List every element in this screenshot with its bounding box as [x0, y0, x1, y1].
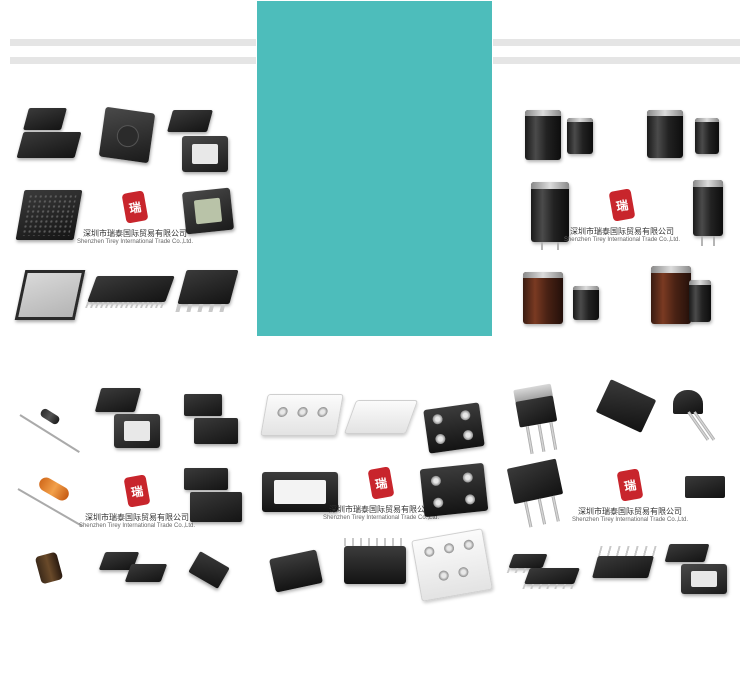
- product-tile-ic-packages[interactable]: 瑞 深圳市瑞泰国际贸易有限公司 Shenzhen Tirey Internati…: [10, 100, 246, 330]
- header-stripe-right-bottom: [493, 57, 740, 64]
- dpak-transistor-icon: [595, 379, 657, 433]
- brand-logo-icon: 瑞: [608, 188, 636, 222]
- sma-diode-icon: [184, 394, 222, 416]
- header-stripe-left-top: [10, 39, 256, 46]
- igbt-module-black-icon: [423, 402, 485, 454]
- smc-diode-icon: [184, 468, 228, 490]
- brand-logo-icon: 瑞: [367, 466, 395, 500]
- ipm-pins-module-icon: [344, 538, 406, 584]
- brand-name-cn: 深圳市瑞泰国际贸易有限公司: [83, 229, 187, 238]
- plcc-chip-icon: [23, 108, 67, 130]
- soic8-chip-icon: [522, 568, 580, 589]
- brand-name-en: Shenzhen Tirey International Trade Co.,L…: [322, 515, 440, 521]
- qfn-pad-chip-icon: [182, 136, 228, 172]
- product-tile-transistors-soic[interactable]: 瑞 深圳市瑞泰国际贸易有限公司 Shenzhen Tirey Internati…: [505, 378, 740, 608]
- dip8-chip-icon: [592, 546, 657, 578]
- ipm-module-icon: [262, 472, 338, 512]
- bridge-module-icon: [268, 549, 324, 593]
- soic-chip-icon: [175, 270, 239, 312]
- plcc-chip-large-icon: [16, 132, 82, 158]
- sot-chip-icon: [124, 564, 168, 582]
- igbt-module-white-icon: [260, 394, 344, 436]
- axial-diode-icon: [19, 390, 90, 453]
- product-tile-diodes-smd[interactable]: 瑞 深圳市瑞泰国际贸易有限公司 Shenzhen Tirey Internati…: [10, 378, 246, 608]
- brand-name-en: Shenzhen Tirey International Trade Co.,L…: [76, 239, 194, 245]
- teal-banner-block: [257, 1, 492, 336]
- header-stripe-left-bottom: [10, 57, 256, 64]
- brand-name-cn: 深圳市瑞泰国际贸易有限公司: [85, 513, 189, 522]
- capacitor-small-icon: [567, 118, 593, 154]
- qfn-green-pad-icon: [181, 187, 235, 235]
- sot223-chip-icon: [188, 551, 230, 589]
- brand-logo-icon: 瑞: [123, 474, 151, 508]
- brand-name-cn: 深圳市瑞泰国际贸易有限公司: [570, 227, 674, 236]
- capacitor-large-icon: [531, 182, 569, 242]
- to247-transistor-icon: [506, 456, 579, 533]
- capacitor-snap-in-icon: [693, 180, 723, 236]
- igbt-module-dual-icon: [419, 462, 489, 518]
- igbt-module-flat-icon: [343, 400, 419, 434]
- qfn-pad-chip-icon: [114, 414, 160, 448]
- brand-logo-icon: 瑞: [121, 190, 149, 224]
- capacitor-brown-icon: [523, 272, 563, 324]
- smd-chip-icon: [94, 388, 142, 412]
- brand-watermark: 瑞 深圳市瑞泰国际贸易有限公司 Shenzhen Tirey Internati…: [78, 474, 196, 529]
- qfn-chip-icon: [98, 106, 156, 164]
- brand-name-cn: 深圳市瑞泰国际贸易有限公司: [578, 507, 682, 516]
- igbt-module-large-icon: [411, 528, 493, 602]
- brand-name-en: Shenzhen Tirey International Trade Co.,L…: [78, 523, 196, 529]
- qfn-pad-chip-icon: [681, 564, 727, 594]
- capacitor-icon: [647, 110, 683, 158]
- header-stripe-right-top: [493, 39, 740, 46]
- bga-chip-icon: [15, 190, 83, 240]
- capacitor-brown-icon: [651, 266, 691, 324]
- product-tile-capacitors[interactable]: 瑞 深圳市瑞泰国际贸易有限公司 Shenzhen Tirey Internati…: [505, 100, 740, 335]
- qfn-chip-icon: [664, 544, 710, 562]
- soic8-chip-icon: [506, 554, 548, 573]
- qfn-small-chip-icon: [167, 110, 213, 132]
- brand-watermark: 瑞 深圳市瑞泰国际贸易有限公司 Shenzhen Tirey Internati…: [76, 190, 194, 245]
- brand-watermark: 瑞 深圳市瑞泰国际贸易有限公司 Shenzhen Tirey Internati…: [571, 468, 689, 523]
- product-tile-igbt-modules[interactable]: 瑞 深圳市瑞泰国际贸易有限公司 Shenzhen Tirey Internati…: [258, 378, 494, 608]
- brand-watermark: 瑞 深圳市瑞泰国际贸易有限公司 Shenzhen Tirey Internati…: [322, 466, 440, 521]
- ssop-chip-icon: [85, 276, 175, 308]
- smc-diode-large-icon: [190, 492, 242, 522]
- brand-logo-icon: 瑞: [616, 468, 644, 502]
- to92-transistor-icon: [665, 388, 725, 448]
- brand-name-cn: 深圳市瑞泰国际贸易有限公司: [329, 505, 433, 514]
- sot223-transistor-icon: [685, 476, 725, 498]
- capacitor-small-icon: [695, 118, 719, 154]
- brand-watermark: 瑞 深圳市瑞泰国际贸易有限公司 Shenzhen Tirey Internati…: [563, 188, 681, 243]
- qfp-chip-icon: [14, 270, 86, 320]
- brand-name-en: Shenzhen Tirey International Trade Co.,L…: [571, 517, 689, 523]
- melf-diode-icon: [34, 551, 64, 585]
- capacitor-icon: [525, 110, 561, 160]
- capacitor-small-icon: [689, 280, 711, 322]
- glass-diode-icon: [17, 464, 92, 527]
- to220-transistor-icon: [511, 383, 568, 460]
- capacitor-small-icon: [573, 286, 599, 320]
- brand-name-en: Shenzhen Tirey International Trade Co.,L…: [563, 237, 681, 243]
- smb-diode-icon: [194, 418, 238, 444]
